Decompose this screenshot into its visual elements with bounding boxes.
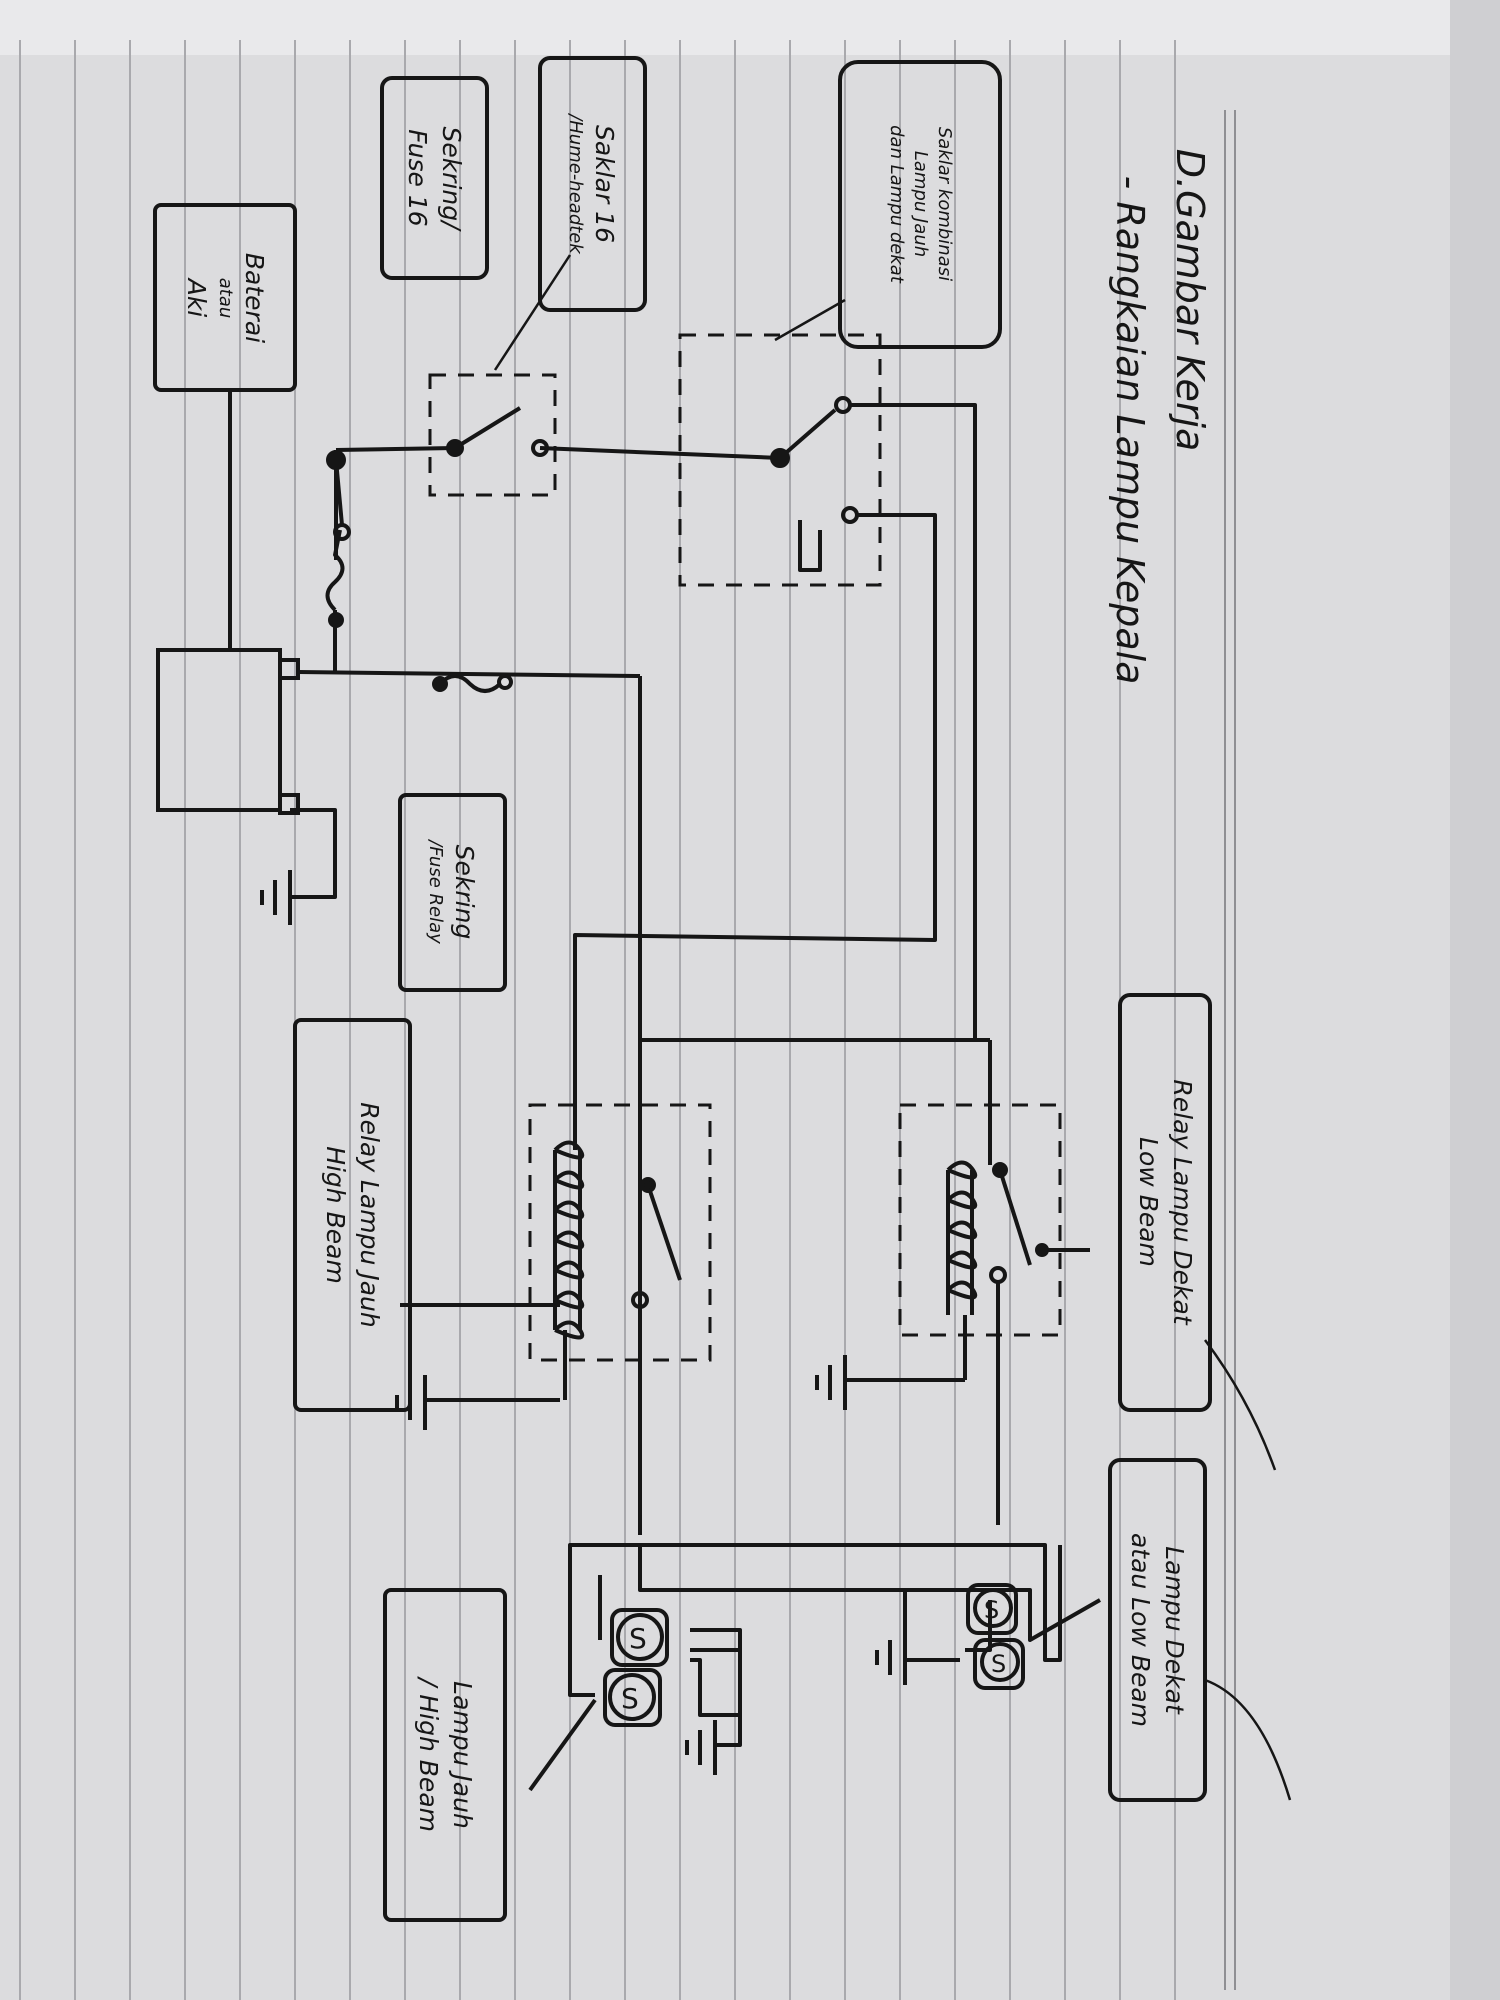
svg-text:S: S bbox=[629, 1622, 647, 1655]
svg-text:S: S bbox=[991, 1650, 1006, 1678]
low-beam-bulb-1 bbox=[973, 1588, 1013, 1628]
wire-comb-low-relay bbox=[850, 403, 977, 1040]
ground-battery bbox=[260, 870, 292, 925]
sekring-relay-label-box bbox=[398, 793, 507, 992]
paper-top-strip bbox=[0, 0, 1500, 55]
wire-comb-high-relay bbox=[573, 513, 937, 1150]
svg-text:S: S bbox=[621, 1682, 639, 1715]
margin-lines bbox=[1224, 110, 1236, 1990]
battery-terminal-positive bbox=[278, 658, 300, 680]
relay-high-beam-label-box bbox=[293, 1018, 412, 1412]
wire-battery-ground bbox=[290, 808, 337, 899]
battery-terminal-negative bbox=[278, 793, 300, 815]
main-switch-blade bbox=[453, 406, 522, 450]
callout-leaders bbox=[493, 254, 1292, 1801]
combination-switch-enclosure bbox=[678, 333, 882, 587]
lampu-low-beam-label-box bbox=[1108, 1458, 1207, 1802]
high-beam-bulb-1 bbox=[616, 1613, 664, 1661]
ground-symbols bbox=[260, 870, 907, 1775]
saklar16-label-box bbox=[538, 56, 647, 312]
low-beam-bulb-2 bbox=[980, 1642, 1020, 1682]
ground-low-relay bbox=[815, 1355, 847, 1410]
ground-high-relay bbox=[395, 1375, 427, 1430]
high-beam-bulb-2 bbox=[608, 1673, 656, 1721]
battery-symbol bbox=[156, 390, 300, 815]
relay-fuse-symbol bbox=[438, 674, 502, 693]
component-boxes bbox=[153, 56, 1212, 1922]
lampu-high-beam-label-box bbox=[383, 1588, 507, 1922]
main-switch-enclosure bbox=[428, 373, 557, 497]
combination-switch-blade bbox=[778, 408, 837, 460]
paper-right-shade bbox=[1450, 0, 1500, 2000]
high-relay-contact-blade bbox=[646, 1184, 682, 1281]
lamp-bulbs: S S S S bbox=[603, 1583, 1025, 1727]
ground-low-lamp bbox=[875, 1630, 907, 1685]
baterai-label-box bbox=[153, 203, 297, 392]
battery-body bbox=[156, 648, 282, 812]
saklar-kombinasi-label-box bbox=[838, 60, 1002, 349]
dashed-enclosures bbox=[428, 333, 1062, 1362]
wire-battery-main-bus bbox=[297, 670, 641, 678]
lamp-harness-outer bbox=[568, 1543, 1062, 1697]
sekring-fuse16-label-box bbox=[380, 76, 489, 280]
fuse16-symbol bbox=[325, 529, 345, 612]
relay-low-beam-label-box bbox=[1118, 993, 1212, 1412]
high-relay-enclosure bbox=[528, 1103, 712, 1362]
low-relay-contact-blade bbox=[998, 1169, 1032, 1266]
ground-high-lamp bbox=[685, 1720, 717, 1775]
svg-text:S: S bbox=[984, 1596, 999, 1624]
